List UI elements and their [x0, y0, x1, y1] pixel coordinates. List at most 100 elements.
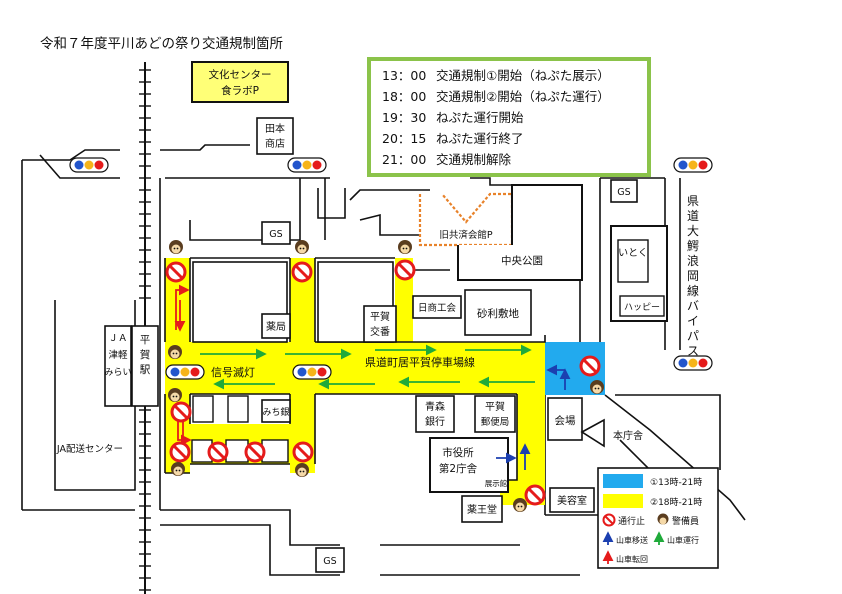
ja-label-2: 津軽: [108, 350, 128, 361]
buildings: 文化センター 食ラボP 田本 商店 GS GS GS 旧共済会館P 中央公園 い…: [56, 61, 668, 573]
tamoto-shop: [256, 117, 294, 155]
legend-float-run-label: 山車運行: [667, 535, 699, 545]
kendo-label: 県道町居平賀停車場線: [365, 355, 475, 369]
schedule-text-4: ねぷた運行終了: [436, 131, 524, 146]
nissho-kaigi: [412, 295, 462, 319]
chuo-koen: [457, 184, 583, 281]
venue-label: 会場: [555, 414, 576, 427]
yakuodo: [461, 495, 503, 523]
svg-text:イ: イ: [687, 314, 699, 328]
guard-icon: [171, 462, 185, 476]
bunka-center-label-1: 文化センター: [209, 68, 272, 81]
nissho-label: 日商工会: [418, 302, 457, 314]
schedule-time-1: 13：00: [382, 68, 426, 83]
yakkyoku: [261, 313, 291, 339]
legend-no-entry-label: 通行止: [618, 515, 645, 527]
traffic-light-icon: [673, 157, 713, 173]
city-office-label-1: 市役所: [442, 446, 474, 459]
koban-label-2: 交番: [370, 325, 390, 338]
guard-icon: [398, 240, 412, 254]
no-entry-icon: [170, 401, 192, 423]
chuo-koen-label: 中央公園: [501, 254, 543, 267]
legend-guard-label: 警備員: [672, 515, 699, 527]
no-entry-icon: [291, 261, 313, 283]
guard-icon: [295, 240, 309, 254]
michigin-label: みち銀: [262, 406, 289, 418]
svg-text:浪: 浪: [687, 253, 699, 268]
schedule-text-2: 交通規制②開始（ねぷた運行）: [436, 89, 610, 104]
gas-station-3-label: GS: [323, 556, 336, 567]
guard-icon: [590, 380, 604, 394]
no-entry-icon: [207, 441, 229, 463]
ja-label-1: ＪＡ: [108, 333, 127, 344]
traffic-lights: [69, 157, 713, 380]
signal-off-label: 信号滅灯: [211, 366, 255, 379]
aomori-label-1: 青森: [425, 400, 445, 413]
schedule-text-3: ねぷた運行開始: [436, 110, 524, 125]
float-run-arrows: [200, 344, 535, 390]
venue: [547, 397, 583, 441]
post-label-2: 郵便局: [481, 416, 510, 428]
schedule-time-3: 19：30: [382, 110, 426, 125]
no-entry-signs: [165, 259, 601, 506]
happy-label: ハッピー: [624, 302, 660, 313]
tamoto-label-2: 商店: [265, 137, 285, 150]
traffic-light-icon: [292, 364, 332, 380]
ja-tsugaru-mirai: [104, 325, 132, 407]
svg-text:バ: バ: [687, 299, 699, 313]
legend-zone1-label: ①13時-21時: [650, 477, 702, 488]
yakkyoku-label: 薬局: [266, 321, 286, 333]
yakuodo-label: 薬王堂: [467, 504, 497, 516]
honchosha-label: 本庁舎: [613, 429, 643, 442]
guard-icon: [513, 498, 527, 512]
biyoshitsu-label: 美容室: [557, 494, 587, 507]
tenjikan-label: 展示館: [485, 478, 508, 488]
traffic-light-icon: [673, 355, 713, 371]
no-entry-icon: [165, 261, 187, 283]
michi-gin: [261, 399, 291, 423]
station-label-3: 駅: [140, 364, 151, 376]
schedule-text-5: 交通規制解除: [436, 152, 512, 167]
bunka-center-label-2: 食ラボP: [221, 84, 259, 97]
legend-zone1-swatch: [603, 474, 643, 488]
no-entry-icon: [579, 355, 601, 377]
svg-text:線: 線: [687, 283, 699, 298]
svg-text:パ: パ: [687, 329, 699, 343]
schedule-time-5: 21：00: [382, 152, 426, 167]
city-office-2: [429, 437, 509, 493]
no-entry-icon: [394, 259, 416, 281]
svg-text:ス: ス: [687, 344, 699, 358]
bunka-center: [191, 61, 289, 103]
float-move-arrows: [496, 364, 571, 470]
gas-station-2-label: GS: [617, 187, 630, 198]
guard-icon: [295, 463, 309, 477]
itoku-label: いとく: [618, 247, 648, 259]
no-entry-icon: [602, 513, 616, 527]
no-entry-icon: [292, 441, 314, 463]
hiraga-koban: [363, 305, 397, 343]
kyukyosai-parking: [418, 192, 514, 247]
jarichi-label: 砂利敷地: [477, 307, 519, 320]
station-label-2: 賀: [140, 349, 151, 361]
guard-icon: [657, 513, 669, 525]
jari-shikichi: [464, 289, 532, 336]
legend-float-move-label: 山車移送: [616, 535, 648, 545]
svg-text:鰐: 鰐: [687, 239, 699, 253]
page-title: 令和７年度平川あどの祭り交通規制箇所: [40, 35, 283, 52]
station-label-1: 平: [140, 334, 151, 346]
guard-icon: [168, 388, 182, 402]
no-entry-icon: [244, 441, 266, 463]
traffic-light-icon: [287, 157, 327, 173]
guard-icon: [168, 345, 182, 359]
no-entry-icon: [524, 484, 546, 506]
city-office-label-2: 第2庁舎: [439, 462, 478, 475]
ja-label-3: みらい: [104, 367, 131, 378]
schedule-box: 13：00 交通規制①開始（ねぷた展示） 18：00 交通規制②開始（ねぷた運行…: [367, 57, 651, 177]
schedule-text-1: 交通規制①開始（ねぷた展示）: [436, 68, 610, 83]
guards: [168, 240, 604, 512]
aomori-bank: [415, 395, 455, 433]
svg-text:岡: 岡: [687, 269, 699, 283]
beauty-salon: [549, 487, 595, 513]
koban-label-1: 平賀: [370, 311, 390, 323]
